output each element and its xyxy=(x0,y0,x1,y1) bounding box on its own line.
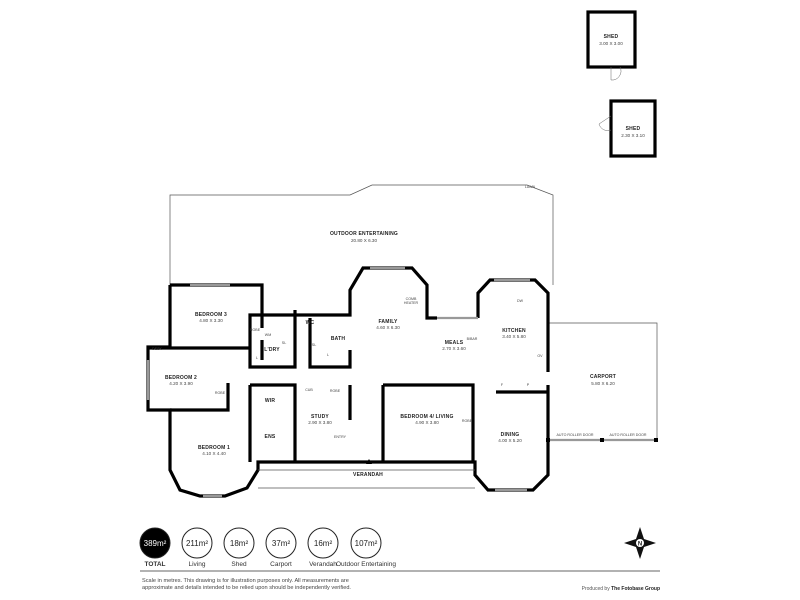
svg-text:WIR: WIR xyxy=(265,398,276,404)
svg-text:AUTO ROLLER DOOR: AUTO ROLLER DOOR xyxy=(609,433,646,437)
svg-text:ROBE: ROBE xyxy=(330,389,341,393)
svg-text:4.80 X 3.30: 4.80 X 3.30 xyxy=(199,318,223,323)
svg-text:OV: OV xyxy=(537,354,543,358)
svg-text:L: L xyxy=(327,353,329,357)
svg-text:4.90 X 3.80: 4.90 X 3.80 xyxy=(415,420,439,425)
kitchen-label: KITCHEN xyxy=(502,328,526,334)
svg-text:16m²: 16m² xyxy=(314,539,333,548)
verandah-label: VERANDAH xyxy=(353,472,383,478)
svg-text:OUTDOOR ENTERTAINING: OUTDOOR ENTERTAINING xyxy=(330,231,398,237)
lawn-label: LAWN xyxy=(525,185,536,189)
shed-2: SHED 2.30 X 3.10 xyxy=(598,99,657,158)
svg-text:3.00 X 3.00: 3.00 X 3.00 xyxy=(599,41,623,46)
svg-text:SHED: SHED xyxy=(604,34,619,40)
shed-1: SHED 3.00 X 3.00 xyxy=(586,10,637,81)
svg-text:Shed: Shed xyxy=(231,561,247,568)
svg-text:Carport: Carport xyxy=(270,561,292,568)
dining-label: DINING xyxy=(501,432,520,438)
svg-text:TOTAL: TOTAL xyxy=(144,561,165,568)
svg-text:WM: WM xyxy=(265,333,271,337)
svg-text:4.20 X 3.90: 4.20 X 3.90 xyxy=(169,381,193,386)
family-label: FAMILY xyxy=(378,319,398,325)
svg-text:HEATER: HEATER xyxy=(404,301,419,305)
svg-text:SL: SL xyxy=(312,343,316,347)
svg-text:N: N xyxy=(638,542,642,548)
walls xyxy=(146,266,550,498)
study-label: STUDY xyxy=(311,414,329,420)
svg-text:18m²: 18m² xyxy=(230,539,249,548)
svg-text:WC: WC xyxy=(306,320,315,326)
svg-text:SL: SL xyxy=(282,341,286,345)
credit: Produced by The Fotobase Group xyxy=(582,586,660,592)
area-summary: 389m² TOTAL 211m² Living 18m² Shed 37m² … xyxy=(139,527,396,568)
svg-text:4.00 X 5.20: 4.00 X 5.20 xyxy=(498,438,522,443)
meals-label: MEALS xyxy=(445,340,464,346)
svg-text:3.40 X 5.80: 3.40 X 5.80 xyxy=(502,334,526,339)
svg-text:ROBE: ROBE xyxy=(462,419,473,423)
svg-text:L'DRY: L'DRY xyxy=(264,347,280,353)
carport: AUTO ROLLER DOOR AUTO ROLLER DOOR CARPOR… xyxy=(546,322,658,442)
svg-text:F: F xyxy=(501,383,504,387)
bedroom-living-label: BEDROOM 4/ LIVING xyxy=(400,414,453,420)
svg-text:DW: DW xyxy=(517,299,524,303)
svg-text:5.80 X 6.20: 5.80 X 6.20 xyxy=(591,381,615,386)
svg-text:211m²: 211m² xyxy=(186,539,208,548)
svg-text:AUTO ROLLER DOOR: AUTO ROLLER DOOR xyxy=(556,433,593,437)
svg-text:2.90 X 3.80: 2.90 X 3.80 xyxy=(308,420,332,425)
svg-text:4.60 X 6.30: 4.60 X 6.30 xyxy=(376,325,400,330)
svg-text:approximate and details intend: approximate and details intended to be r… xyxy=(142,585,351,591)
svg-text:CARPORT: CARPORT xyxy=(590,374,616,380)
svg-text:389m²: 389m² xyxy=(144,539,167,548)
svg-text:ROBE: ROBE xyxy=(250,328,261,332)
svg-text:4.10 X 4.40: 4.10 X 4.40 xyxy=(202,451,226,456)
svg-text:CUB: CUB xyxy=(305,388,313,392)
svg-text:SHED: SHED xyxy=(626,126,641,132)
svg-text:ENS: ENS xyxy=(265,434,276,440)
svg-text:2.70 X 3.60: 2.70 X 3.60 xyxy=(442,346,466,351)
svg-text:BATH: BATH xyxy=(331,336,346,342)
svg-text:ROBE: ROBE xyxy=(215,391,226,395)
bedroom-3-label: BEDROOM 3 xyxy=(195,312,227,318)
north-compass-icon: N xyxy=(624,527,656,559)
outdoor-entertaining-area xyxy=(169,184,554,290)
svg-text:B/BAR: B/BAR xyxy=(467,337,478,341)
svg-text:COMB: COMB xyxy=(406,297,417,301)
svg-text:Scale in metres. This drawing: Scale in metres. This drawing is for ill… xyxy=(142,578,349,584)
bedroom-1-label: BEDROOM 1 xyxy=(198,445,230,451)
svg-text:37m²: 37m² xyxy=(272,539,291,548)
svg-text:L: L xyxy=(256,356,258,360)
svg-text:107m²: 107m² xyxy=(355,539,378,548)
svg-text:Living: Living xyxy=(189,561,206,568)
bedroom-2-label: BEDROOM 2 xyxy=(165,375,197,381)
svg-text:DESK: DESK xyxy=(152,347,162,351)
svg-text:ENTRY: ENTRY xyxy=(334,435,347,439)
svg-text:Outdoor Entertaining: Outdoor Entertaining xyxy=(336,561,396,568)
svg-text:P: P xyxy=(527,383,530,387)
svg-text:20.80 X 6.30: 20.80 X 6.30 xyxy=(351,238,377,243)
svg-text:2.30 X 3.10: 2.30 X 3.10 xyxy=(621,133,645,138)
svg-text:Verandah: Verandah xyxy=(309,561,337,568)
